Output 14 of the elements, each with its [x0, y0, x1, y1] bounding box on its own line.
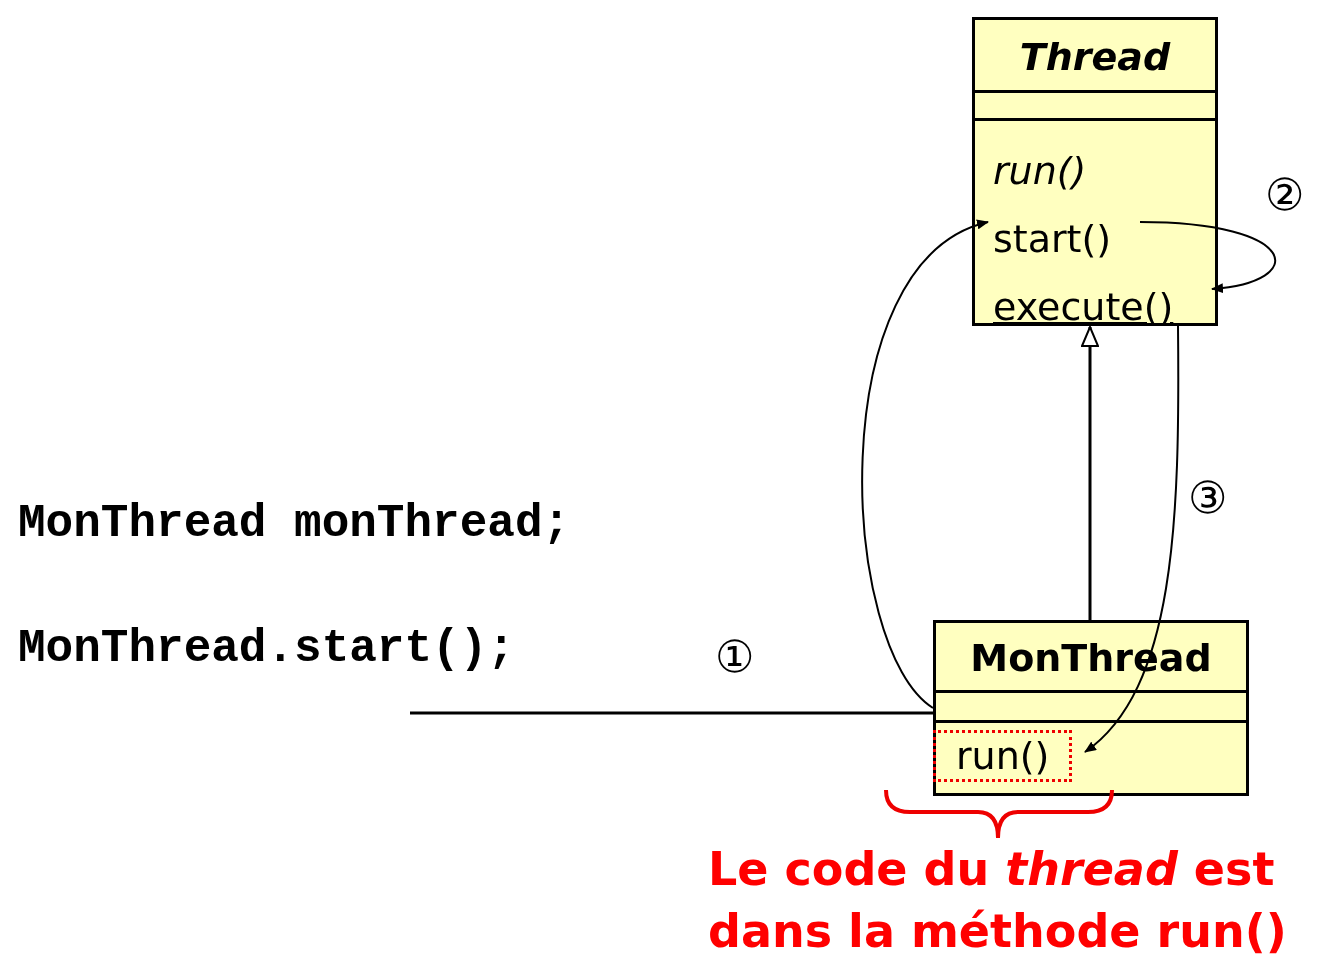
arrow — [1139, 221, 1277, 293]
class-box — [972, 17, 1218, 326]
arrow — [1084, 325, 1180, 753]
class-name: Thread — [1018, 33, 1172, 80]
inheritance-arrow — [1081, 326, 1099, 620]
connector-line — [410, 711, 933, 715]
arrow — [861, 221, 989, 709]
method-name: run() — [936, 733, 1070, 779]
annotation-text: Le code du thread est dans la méthode run() — [708, 841, 1288, 957]
method-name: start() — [993, 216, 1112, 262]
code-line: MonThread monThread; — [18, 497, 571, 551]
method-name: execute() — [993, 284, 1174, 330]
code-line: MonThread.start(); — [18, 622, 515, 676]
method-name: run() — [993, 148, 1087, 194]
